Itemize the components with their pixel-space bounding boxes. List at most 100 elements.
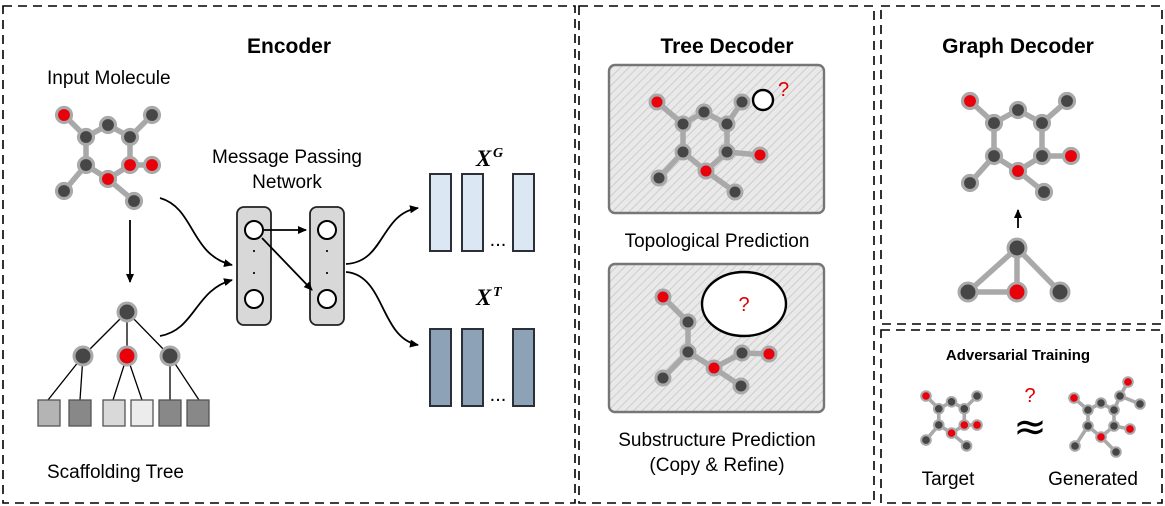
arrow-tree-to-mpn (159, 278, 233, 337)
atom-red (98, 169, 118, 189)
adversarial-title: Adversarial Training (946, 347, 1090, 364)
atom (679, 343, 697, 361)
xg-symbol: X (475, 146, 492, 171)
atom (960, 440, 973, 452)
xt-ellipsis: ... (490, 384, 507, 406)
target-label: Target (922, 469, 976, 490)
atom-red (697, 162, 715, 180)
coarse-tree-graph (957, 237, 1071, 303)
atom (958, 402, 971, 415)
mpn-dots: · (324, 262, 330, 282)
generated-molecule (1068, 376, 1146, 458)
graph-node (957, 281, 979, 303)
atom (945, 395, 958, 408)
atom (650, 169, 668, 187)
topological-label: Topological Prediction (625, 231, 810, 252)
xt-symbol: X (475, 285, 492, 310)
xg-embeddings: ... (429, 173, 535, 252)
scaffolding-tree (37, 301, 210, 427)
atom-red (1124, 423, 1136, 435)
atom (54, 181, 74, 201)
atom (674, 115, 692, 133)
atom-red (648, 93, 666, 111)
substructure-molecule (654, 288, 778, 395)
atom (1095, 397, 1107, 409)
atom (920, 434, 932, 446)
atom (732, 377, 750, 395)
atom (1082, 420, 1094, 432)
atom-red (920, 390, 932, 402)
mpn-dots: · (324, 240, 330, 260)
atom (1069, 440, 1081, 452)
atom (1114, 390, 1126, 402)
decoded-molecule (960, 91, 1081, 202)
topological-panel (607, 63, 826, 215)
arrow-mpn-to-xt (345, 271, 419, 348)
mpn-label-line2: Network (252, 172, 322, 193)
tree-leaf (186, 399, 210, 427)
substructure-label-line1: Substructure Prediction (618, 430, 816, 451)
atom (98, 115, 118, 135)
atom (1108, 420, 1120, 432)
graph-node (1006, 237, 1028, 259)
tree-leaf (68, 399, 92, 427)
mpn-node (317, 289, 337, 309)
atom-red (1095, 431, 1107, 443)
xt-column (461, 328, 484, 407)
input-molecule (54, 105, 162, 211)
atom (679, 313, 697, 331)
adversarial-frame (880, 329, 1163, 504)
tree-decoder-title: Tree Decoder (660, 35, 793, 58)
xg-column (429, 173, 452, 252)
mpn-dots: · (251, 240, 257, 260)
topological-question: ? (778, 79, 789, 101)
encoder-title: Encoder (247, 35, 331, 58)
atom (932, 402, 945, 415)
atom (984, 146, 1004, 166)
atom (733, 93, 751, 111)
mpn-node (244, 289, 264, 309)
atom (726, 183, 744, 201)
atom (654, 369, 672, 387)
scaffolding-tree-label: Scaffolding Tree (47, 462, 184, 483)
atom (695, 103, 713, 121)
atom (124, 191, 144, 211)
atom (1008, 100, 1028, 120)
substructure-label-line2: (Copy & Refine) (649, 455, 784, 476)
atom (76, 127, 96, 147)
generated-label: Generated (1048, 469, 1138, 490)
tree-node (159, 345, 181, 367)
atom-red (705, 359, 723, 377)
graph-node-red (1006, 281, 1028, 303)
xt-column (429, 328, 452, 407)
arrow-mpn-to-xg (345, 205, 419, 265)
atom (674, 143, 692, 161)
tree-node (72, 345, 94, 367)
atom-red (1061, 146, 1081, 166)
tree-decoder-frame (578, 5, 875, 504)
atom-red (1068, 392, 1080, 404)
atom (120, 127, 140, 147)
atom (1032, 146, 1052, 166)
atom (960, 173, 980, 193)
encoder-frame (2, 5, 576, 504)
atom (1057, 91, 1077, 111)
substructure-question: ? (738, 294, 749, 316)
adversarial-question: ? (1024, 385, 1035, 407)
atom (971, 390, 983, 402)
mpn-label-line1: Message Passing (212, 147, 362, 168)
atom-red (945, 427, 958, 439)
xg-superscript: G (493, 146, 503, 161)
topological-molecule (648, 93, 769, 201)
xt-superscript: T (493, 285, 503, 300)
tree-leaf (158, 399, 182, 427)
mpn-node (244, 220, 264, 240)
atom-red (971, 419, 983, 431)
graph-decoder-frame (880, 5, 1163, 325)
graph-node (1049, 281, 1071, 303)
xt-column (512, 328, 535, 407)
input-molecule-label: Input Molecule (47, 68, 171, 89)
atom (1034, 182, 1054, 202)
atom (718, 143, 736, 161)
tree-leaf (37, 399, 61, 427)
